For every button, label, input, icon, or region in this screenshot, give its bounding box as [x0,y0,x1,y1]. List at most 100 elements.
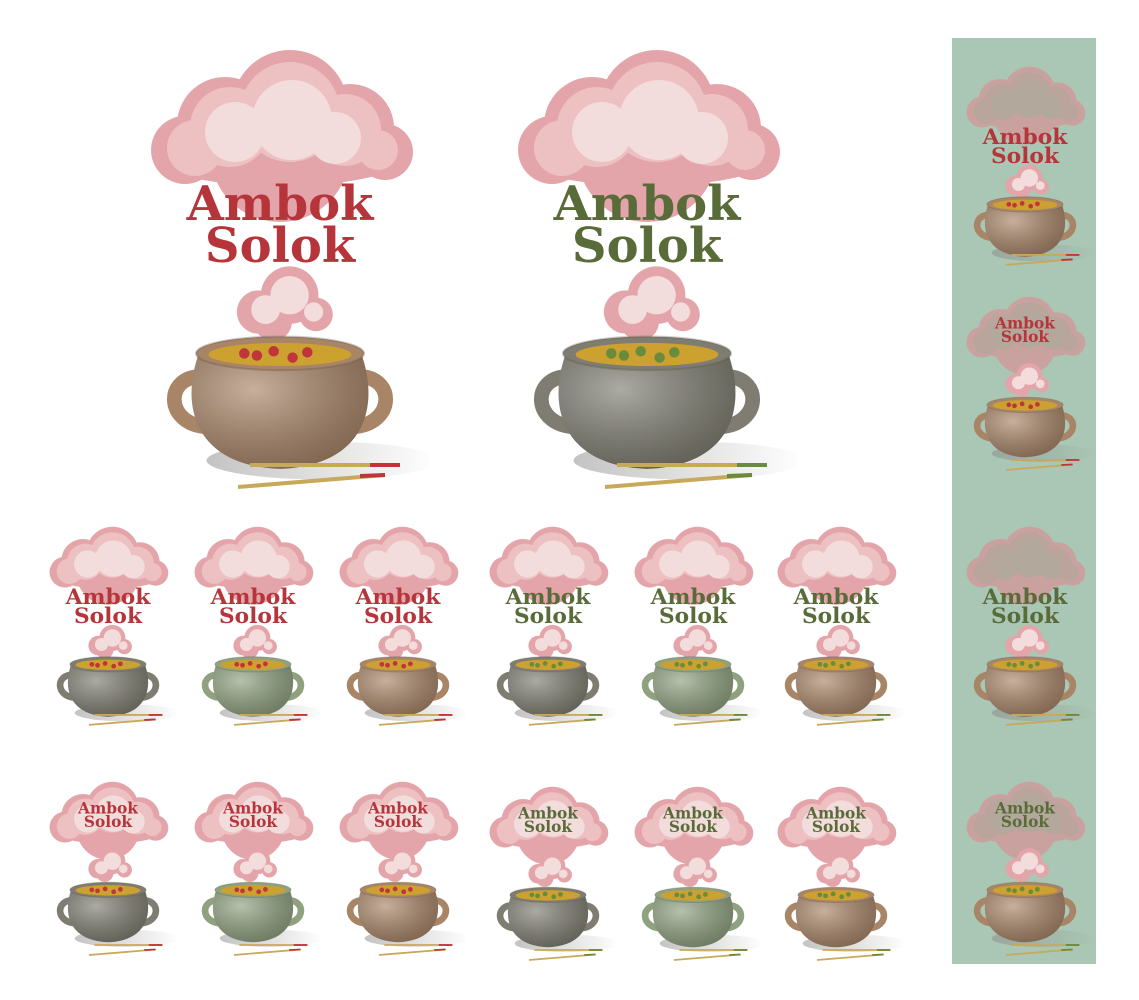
steam-icon [673,624,717,659]
brand-name-line2: Solok [802,604,871,629]
brand-name-line2: Solok [572,218,724,274]
chopsticks-icon [88,944,163,956]
brand-name-line2: Solok [364,604,433,629]
steam-icon [88,848,132,882]
brand-name-line1: Ambok [793,585,880,610]
brand-name-line2: Solok [84,813,133,831]
cooking-pot-icon [973,396,1093,462]
chopsticks-icon [378,944,453,956]
chopsticks-icon [88,714,163,726]
brand-name-line2: Solok [514,604,583,629]
chopsticks-icon [237,463,400,489]
brand-name-line1: Ambok [662,805,723,823]
brand-name-line1: Ambok [982,125,1069,150]
steam-icon [233,624,277,659]
steam-icon [88,624,132,659]
steam-icon [378,624,422,659]
brand-name-line2: Solok [524,818,573,836]
cloud-icon [777,526,897,605]
brand-name-line2: Solok [991,604,1060,629]
cloud-icon [49,526,169,605]
cooking-pot-icon [346,881,466,947]
brand-name-line2: Solok [205,218,357,274]
cooking-pot-icon [641,656,761,722]
steam-icon [673,853,717,887]
chopsticks-icon [528,949,603,961]
cooking-pot-icon [56,656,176,722]
chopsticks-icon [1005,714,1080,726]
chopsticks-icon [1005,459,1080,471]
brand-name-line1: Ambok [505,585,592,610]
chopsticks-icon [378,714,453,726]
steam-icon [236,266,333,341]
cloud-icon [339,526,459,605]
cloud-icon [966,296,1086,375]
cooking-pot-icon [201,656,321,722]
steam-icon [233,848,277,882]
steam-icon [1005,363,1049,397]
brand-name-line2: Solok [1001,328,1050,346]
cloud-icon [194,781,314,860]
brand-name-line1: Ambok [186,176,376,232]
brand-name-line1: Ambok [994,800,1055,818]
brand-name-line1: Ambok [553,176,743,232]
brand-name-line1: Ambok [805,805,866,823]
chopsticks-icon [233,944,308,956]
brand-name-line1: Ambok [650,585,737,610]
cooking-pot-icon [496,656,616,722]
brand-name-line2: Solok [669,818,718,836]
steam-icon [528,853,572,887]
brand-name-line1: Ambok [210,585,297,610]
cloud-icon [194,526,314,605]
brand-name-line1: Ambok [517,805,578,823]
brand-name-line1: Ambok [367,800,428,818]
steam-icon [1005,164,1049,199]
brand-name-line2: Solok [229,813,278,831]
steam-icon [1005,848,1049,882]
brand-name-line2: Solok [812,818,861,836]
cloud-icon [777,786,897,865]
cooking-pot-icon [784,656,904,722]
chopsticks-icon [604,463,767,489]
brand-name-line1: Ambok [982,585,1069,610]
cloud-icon [634,786,754,865]
cloud-icon [966,526,1086,605]
cooking-pot-icon [641,886,761,952]
brand-name-line1: Ambok [65,585,152,610]
cooking-pot-icon [346,656,466,722]
cooking-pot-icon [973,881,1093,947]
cooking-pot-icon [201,881,321,947]
brand-name-line1: Ambok [77,800,138,818]
cooking-pot-icon [534,335,797,480]
chopsticks-icon [673,714,748,726]
brand-name-line2: Solok [374,813,423,831]
cloud-icon [49,781,169,860]
brand-name-line2: Solok [991,144,1060,169]
brand-name-line2: Solok [219,604,288,629]
cooking-pot-icon [56,881,176,947]
cooking-pot-icon [784,886,904,952]
cloud-icon [634,526,754,605]
chopsticks-icon [1005,944,1080,956]
cloud-icon [339,781,459,860]
cloud-icon [489,526,609,605]
chopsticks-icon [233,714,308,726]
chopsticks-icon [1005,254,1080,266]
steam-icon [816,624,860,659]
brand-name-line2: Solok [74,604,143,629]
steam-icon [378,848,422,882]
steam-icon [603,266,700,341]
steam-icon [1005,624,1049,659]
